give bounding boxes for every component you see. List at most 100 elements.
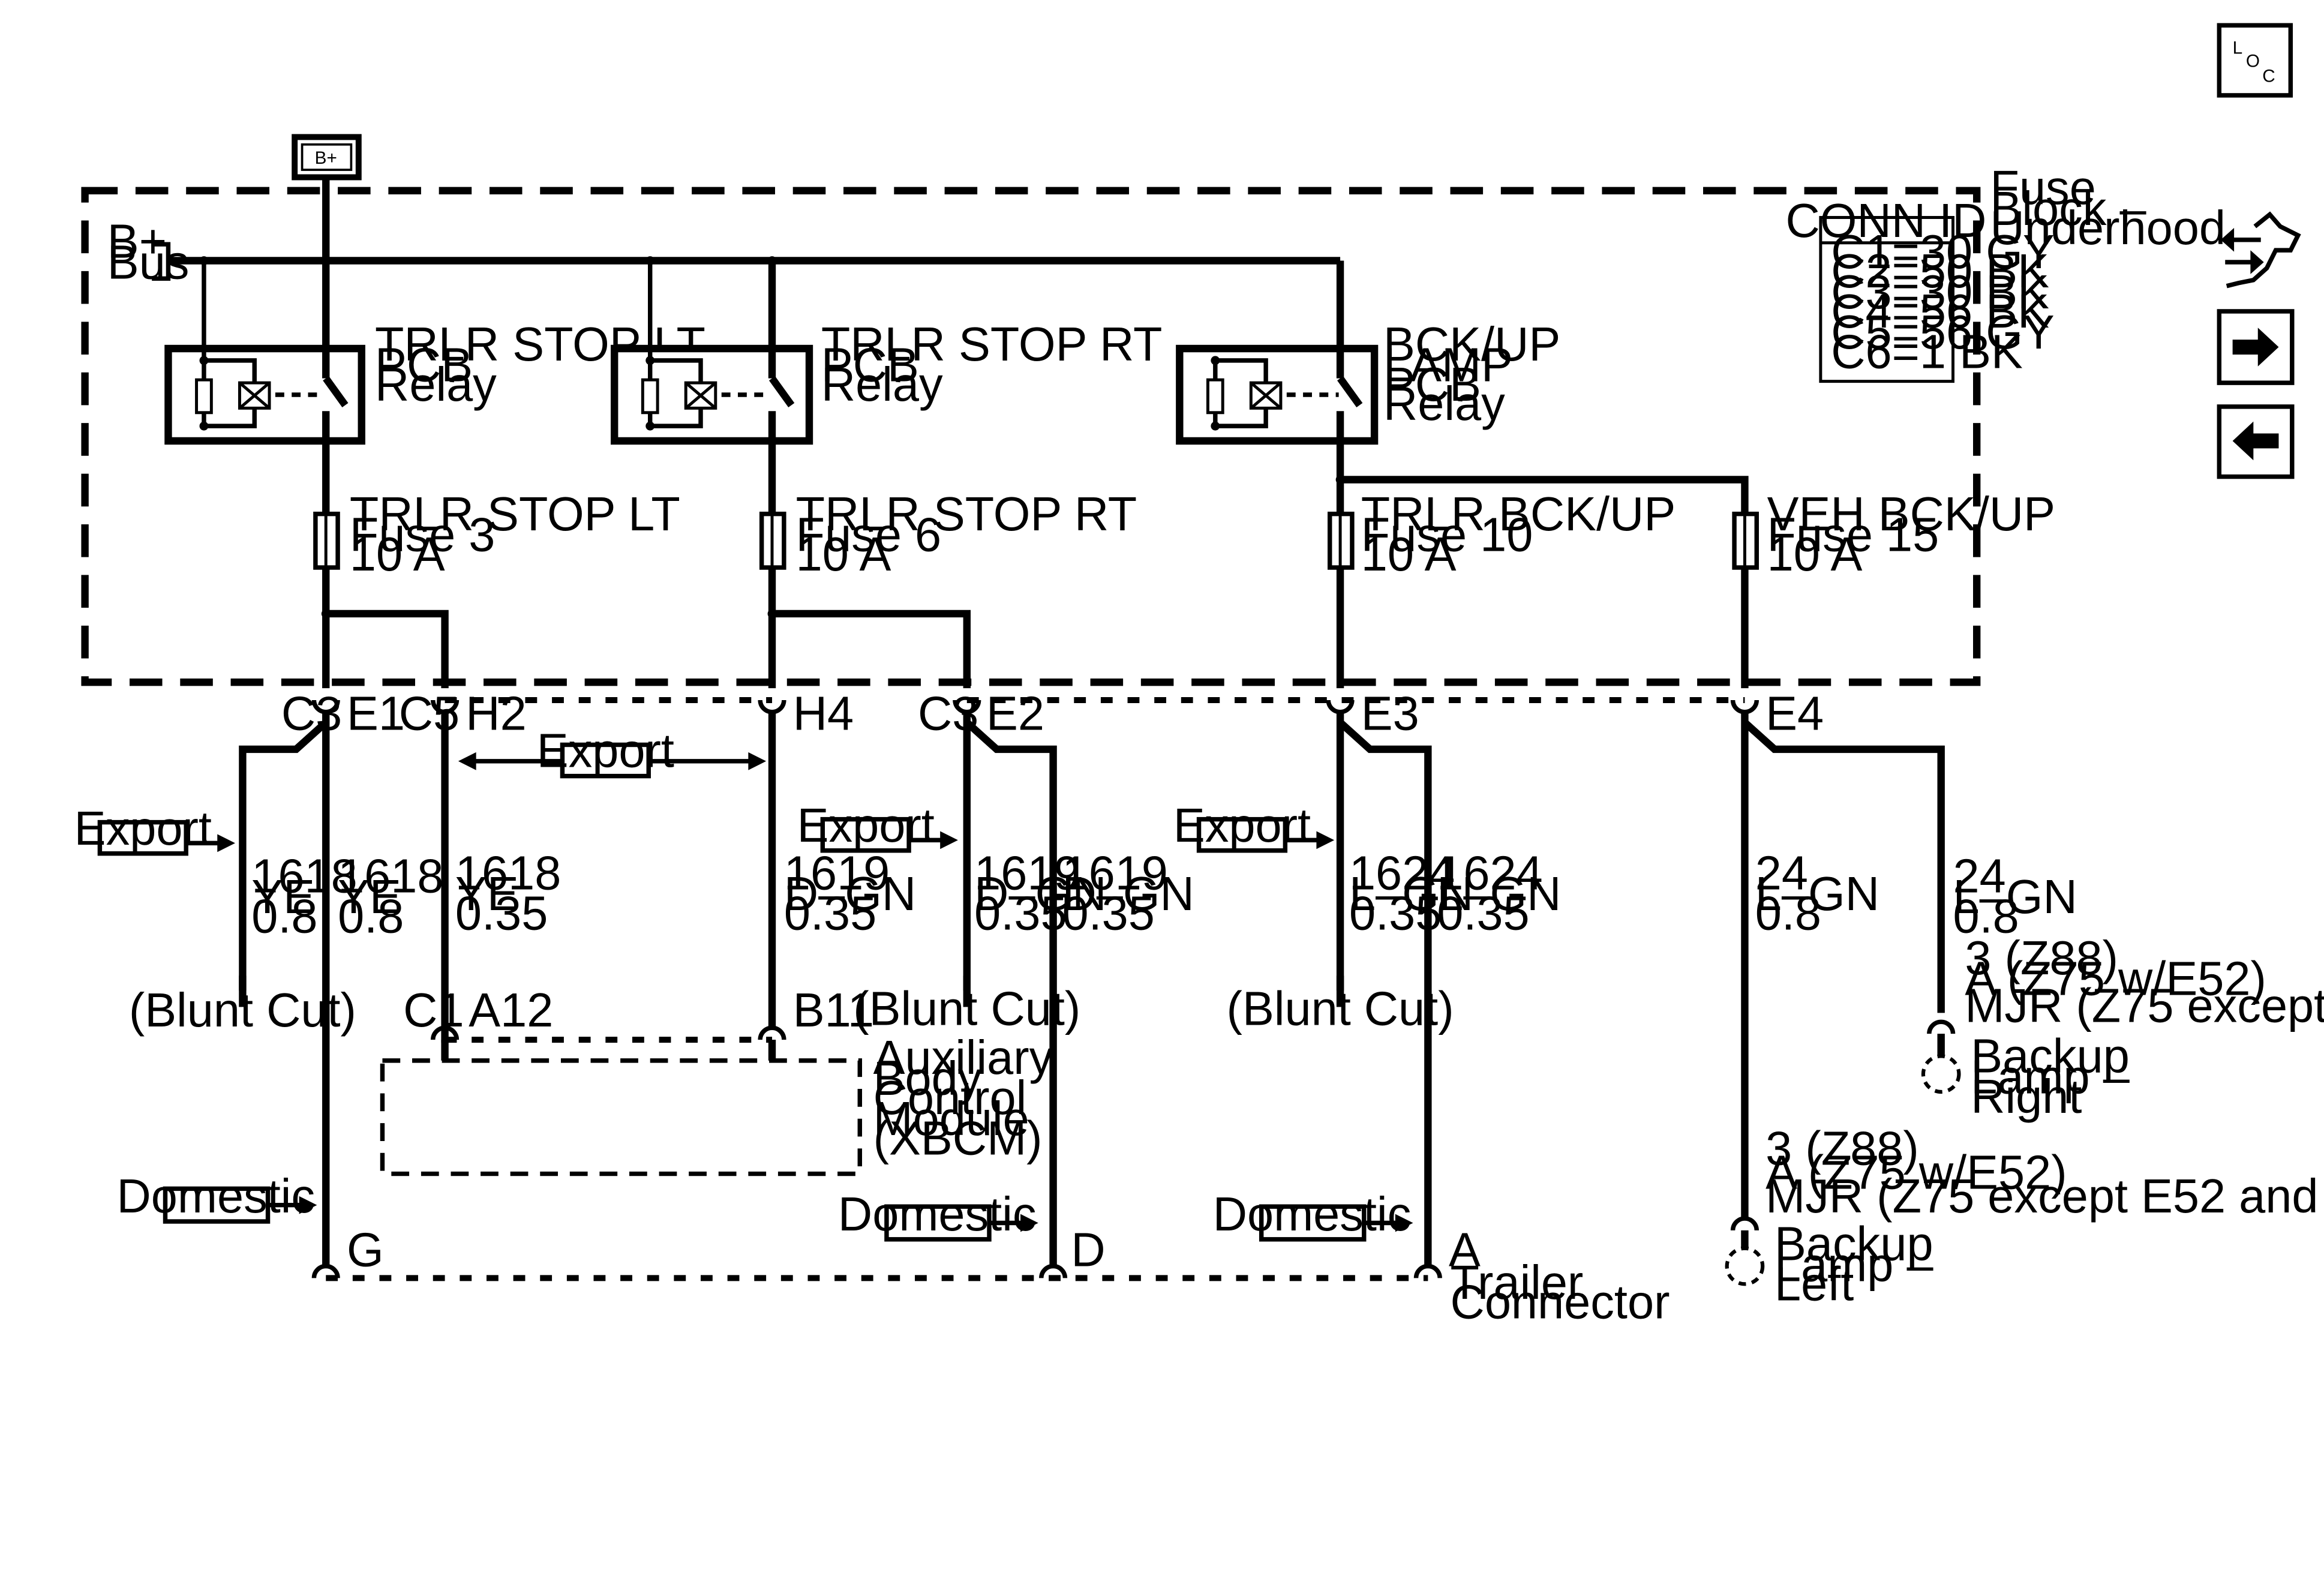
fuse-10: [1328, 511, 1355, 570]
wire-label: 1624: [1437, 846, 1542, 899]
wire-label: 0.35: [974, 886, 1067, 939]
blunt-cut-label: (Blunt Cut): [853, 981, 1080, 1035]
connector-label: A12: [469, 983, 553, 1037]
domestic-tag: [163, 1186, 317, 1224]
lamp-pin-label: A (Z75 w/E52): [1765, 1145, 2067, 1199]
relay-label: PCB: [1383, 358, 1481, 411]
fuse-15: [1732, 511, 1759, 570]
conn-id-row: C1=30 GY: [1831, 225, 2055, 278]
lamp-pin-label: MJR (Z75 except E52 and X88): [1765, 1169, 2324, 1223]
relay-label: Relay: [375, 358, 497, 411]
wire-label: 0.8: [1755, 886, 1821, 939]
xbcm-label: Module: [873, 1092, 1029, 1145]
wire: [1337, 719, 1432, 1266]
conn-id-row: C5=56 GY: [1831, 305, 2055, 359]
fuse-label: Fuse 6: [796, 508, 941, 562]
wire-label: L–GN: [1953, 870, 2077, 923]
wire-label: 0.35: [784, 886, 876, 939]
connector-label: E4: [1765, 687, 1824, 740]
export-tag: [820, 816, 958, 853]
connector-label: E3: [1361, 687, 1419, 740]
lamp-label: Right: [1971, 1070, 2082, 1123]
fuse-label: Fuse 3: [350, 508, 495, 562]
bplus-source: B+: [292, 134, 362, 181]
domestic-label: Domestic: [117, 1169, 316, 1223]
conn-id-row: C6=1 BK: [1831, 325, 2023, 378]
trailer-connector-label: Connector: [1451, 1275, 1670, 1328]
domestic-label: Domestic: [838, 1187, 1037, 1241]
relay-trlr-stop-rt: [611, 260, 813, 514]
relay-label: Relay: [1383, 377, 1505, 430]
connector-label: H2: [466, 687, 526, 740]
wire-label: YE: [338, 870, 401, 923]
wire-label: 24: [1755, 846, 1808, 899]
domestic-label: Domestic: [1213, 1187, 1412, 1241]
connector-label: H4: [793, 687, 854, 740]
wire-label: 0.35: [1349, 886, 1442, 939]
backup-lamp-left: [1725, 1216, 1765, 1286]
xbcm-label: (XBCM): [873, 1111, 1043, 1164]
wire-label: L–GN: [1437, 867, 1561, 920]
fuse-block-label-2: Block –: [1990, 182, 2147, 235]
fuse-label: Fuse 15: [1767, 508, 1939, 562]
xbcm-module-outline: [380, 1058, 863, 1176]
relay-label: Relay: [821, 358, 943, 411]
fuse-label: 10 A: [1361, 527, 1457, 581]
wire-label: L–GN: [1755, 867, 1879, 920]
harness-connector-icon[interactable]: [2220, 211, 2301, 289]
conn-id-row: C4=56 BK: [1831, 284, 2049, 338]
next-page-button[interactable]: [2217, 309, 2295, 385]
previous-page-button[interactable]: [2217, 404, 2295, 479]
backup-lamp-right: [1921, 1019, 1961, 1094]
lamp-label: Backup: [1774, 1217, 1933, 1271]
blunt-cut-label: (Blunt Cut): [129, 983, 356, 1037]
wire-label: 0.35: [1062, 886, 1154, 939]
trailer-connector-pins: [311, 1263, 1442, 1278]
lamp-pin-label: 3 (Z88): [1965, 931, 2118, 984]
location-button[interactable]: L O C: [2217, 23, 2293, 98]
wire-label: 0.35: [455, 886, 548, 939]
xbcm-label: Body: [873, 1052, 982, 1105]
backup-branch-wire: [1340, 476, 1749, 514]
connector-label: C5: [399, 687, 460, 740]
wire-label: D–GN: [974, 867, 1106, 920]
conn-id-row: C3=30 BK: [1831, 265, 2049, 319]
wire-label: 0.8: [251, 889, 317, 942]
conn-id-title: CONN ID: [1786, 194, 1987, 247]
wire: [1742, 719, 1945, 1013]
arrow-right-icon: [2232, 328, 2279, 367]
fuse-label: Fuse 10: [1361, 508, 1533, 562]
wire: [326, 610, 449, 689]
export-label: Export: [74, 801, 212, 855]
wire-label: 1618: [338, 849, 443, 902]
lamp-pin-label: MJR (Z75 except E52 and X88): [1965, 978, 2324, 1032]
relay-label: LAMP: [1383, 338, 1513, 392]
splice-dot: [1335, 475, 1345, 484]
relay-bckup-lamp: [1176, 260, 1379, 514]
wire-label: 1619: [1062, 846, 1167, 899]
export-tag: [560, 742, 651, 779]
connector-label: C1: [403, 983, 464, 1037]
splice-dot: [321, 609, 331, 619]
arrow-left-icon: [2232, 421, 2279, 461]
wire-label: YE: [251, 870, 315, 923]
export-tag: [1196, 816, 1335, 853]
fuse-label: VEH BCK/UP: [1767, 487, 2055, 541]
lamp-pin-label: 3 (Z88): [1765, 1122, 1919, 1175]
lamp-label: Lamp –: [1971, 1050, 2130, 1103]
wire: [239, 719, 329, 991]
relay-trlr-stop-lt: [164, 260, 365, 514]
loc-letter-o: O: [2246, 52, 2260, 71]
connector-label: E2: [986, 687, 1044, 740]
wire-label: 0.8: [338, 889, 404, 942]
fuse-6: [759, 511, 786, 570]
relay-label: PCB: [375, 338, 473, 392]
domestic-tag: [1259, 1204, 1413, 1242]
fuse-label: 10 A: [796, 527, 891, 581]
fuse-label: 10 A: [350, 527, 445, 581]
relay-label: PCB: [821, 338, 919, 392]
domestic-tag: [884, 1204, 1038, 1242]
conn-id-table: CONN ID C1=30 GY C2=50 BK C3=30 BK C4=56…: [1786, 194, 2055, 383]
conn-id-row: C2=50 BK: [1831, 244, 2049, 298]
export-tag: [97, 819, 236, 856]
